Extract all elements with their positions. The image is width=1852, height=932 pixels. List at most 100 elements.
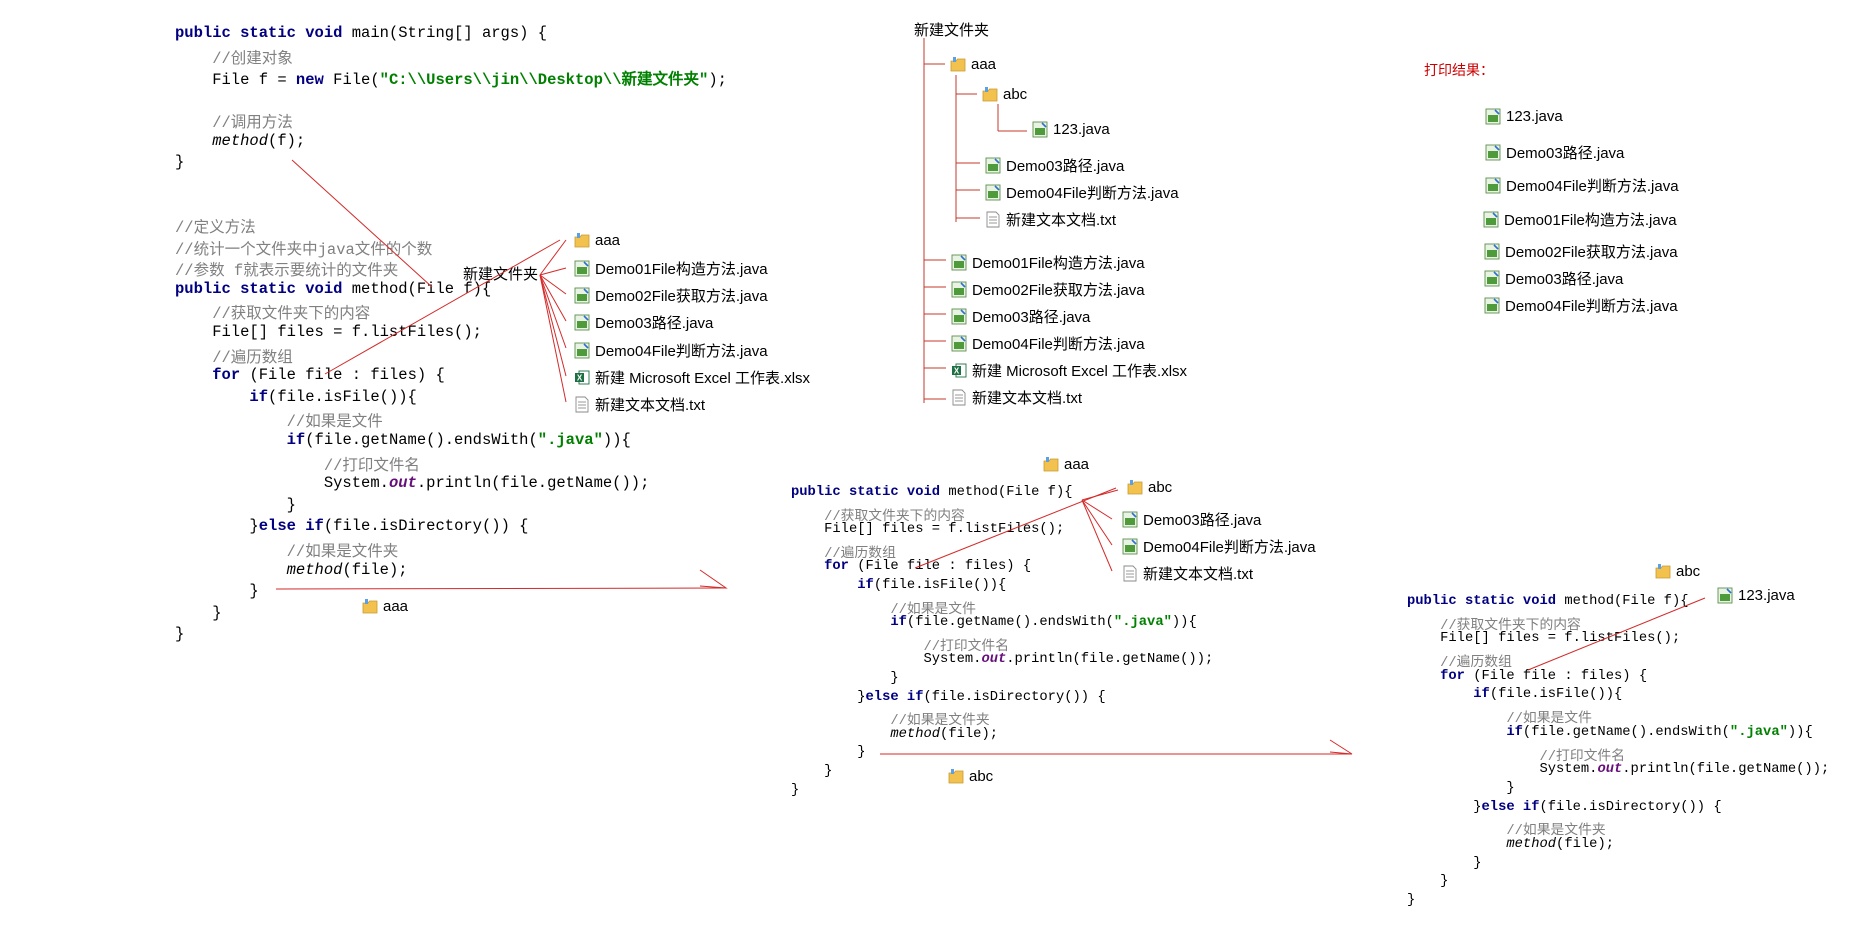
- code-token: method: [890, 726, 941, 742]
- code-token: if: [249, 387, 269, 406]
- code-token: (file);: [1556, 836, 1615, 852]
- code-token: )){: [1787, 724, 1813, 740]
- code-method-level-1: //定义方法//统计一个文件夹中java文件的个数//参数 f就表示要统计的文件…: [175, 215, 649, 647]
- code-token: out: [981, 652, 1007, 668]
- code-token: if: [857, 577, 874, 593]
- excel-file-icon: X: [951, 362, 967, 379]
- code-token: }: [1407, 874, 1449, 890]
- code-line: File f = new File("C:\\Users\\jin\\Deskt…: [175, 67, 727, 89]
- file-name: 新建文本文档.txt: [1006, 212, 1117, 229]
- tree-item: 123.java: [1032, 121, 1110, 138]
- code-line: //打印文件名: [791, 634, 1213, 655]
- file-name: Demo04File判断方法.java: [972, 336, 1145, 353]
- file-name: 新建 Microsoft Excel 工作表.xlsx: [972, 363, 1188, 380]
- file-item: Demo04File判断方法.java: [1122, 536, 1316, 557]
- code-line: if(file.isFile()){: [791, 578, 1213, 597]
- file-name: 新建 Microsoft Excel 工作表.xlsx: [595, 370, 811, 387]
- tree-item: Demo03路径.java: [951, 306, 1090, 327]
- java-file-icon: [1717, 587, 1733, 604]
- code-line: }: [175, 153, 727, 175]
- result-item: Demo04File判断方法.java: [1485, 175, 1679, 196]
- code-token: [791, 559, 824, 574]
- folder-label-root-text: 新建文件夹: [463, 266, 539, 283]
- code-token: out: [1597, 762, 1623, 778]
- code-token: ".java": [1113, 615, 1172, 631]
- code-token: //遍历数组: [175, 348, 293, 367]
- file-name: Demo04File判断方法.java: [1505, 298, 1678, 315]
- code-token: (file);: [940, 726, 999, 742]
- code-token: for: [1440, 668, 1474, 684]
- code-line: }: [1407, 874, 1829, 893]
- code-token: else if: [258, 517, 324, 536]
- folder-icon: [948, 768, 964, 785]
- folder-label-abc-2-text: abc: [1676, 563, 1701, 580]
- code-line: }else if(file.isDirectory()) {: [791, 690, 1213, 709]
- java-file-icon: [1032, 121, 1048, 138]
- code-token: //定义方法: [175, 219, 256, 237]
- code-token: (File file : files) {: [1473, 668, 1648, 684]
- folder-label-abc-2: abc: [1655, 563, 1700, 580]
- file-name: 123.java: [1738, 587, 1795, 604]
- code-token: (File file : files) {: [857, 559, 1032, 575]
- code-line: //如果是文件: [175, 409, 649, 431]
- file-name: Demo03路径.java: [1506, 145, 1625, 162]
- java-file-icon: [951, 281, 967, 298]
- code-line: //遍历数组: [1407, 650, 1829, 672]
- code-token: //创建对象: [175, 49, 293, 68]
- code-token: "C:\\Users\\jin\\Desktop\\新建文件夹": [379, 71, 709, 89]
- code-token: method: [1506, 836, 1557, 852]
- code-line: }: [175, 582, 649, 604]
- result-item: Demo03路径.java: [1484, 268, 1623, 289]
- code-token: method: [286, 560, 343, 579]
- code-token: //遍历数组: [1407, 656, 1512, 672]
- java-file-icon: [1122, 538, 1138, 555]
- code-token: .println(file.getName());: [1622, 762, 1830, 778]
- text-file-icon: [985, 211, 1001, 228]
- code-line: method(file);: [1407, 837, 1829, 856]
- code-token: .println(file.getName());: [416, 474, 650, 493]
- java-file-icon: [1484, 297, 1500, 314]
- code-line: //定义方法: [175, 215, 649, 237]
- file-name: Demo03路径.java: [972, 309, 1091, 326]
- svg-text:X: X: [954, 367, 960, 376]
- java-file-icon: [574, 287, 590, 304]
- code-line: //打印文件名: [1407, 744, 1829, 765]
- code-token: new: [295, 71, 334, 89]
- code-line: //如果是文件夹: [175, 539, 649, 561]
- code-token: //打印文件名: [1407, 749, 1626, 765]
- code-token: }: [791, 689, 866, 705]
- svg-text:X: X: [577, 374, 583, 383]
- tree-item: X 新建 Microsoft Excel 工作表.xlsx: [951, 360, 1187, 381]
- code-token: else if: [1481, 799, 1540, 815]
- code-token: File[] files = f.listFiles();: [175, 322, 482, 341]
- result-title: 打印结果：: [1424, 60, 1494, 80]
- code-token: (file.getName().endsWith(: [305, 430, 538, 449]
- tree-item: Demo02File获取方法.java: [951, 279, 1145, 300]
- folder-icon: [1043, 456, 1059, 473]
- code-token: [1407, 687, 1473, 702]
- code-line: method(file);: [791, 727, 1213, 746]
- code-token: //打印文件名: [175, 456, 420, 475]
- code-token: public static void: [1407, 594, 1565, 609]
- code-token: (f);: [268, 131, 306, 150]
- tree-item: aaa: [950, 56, 996, 73]
- file-name: Demo02File获取方法.java: [972, 282, 1145, 299]
- file-name: 新建文本文档.txt: [595, 397, 706, 414]
- folder-label-abc-1-text: abc: [969, 768, 994, 785]
- code-line: }: [175, 496, 649, 518]
- code-token: }: [175, 582, 259, 601]
- code-token: //如果是文件夹: [175, 542, 399, 561]
- code-token: }: [175, 603, 222, 622]
- file-name: Demo04File判断方法.java: [1506, 178, 1679, 195]
- code-token: (file.isFile()){: [873, 577, 1007, 593]
- code-token: method: [212, 131, 269, 150]
- code-line: //打印文件名: [175, 453, 649, 475]
- code-token: [1407, 725, 1506, 740]
- file-name: 新建文本文档.txt: [1143, 566, 1254, 583]
- file-name: Demo01File构造方法.java: [595, 261, 768, 278]
- result-item: Demo02File获取方法.java: [1484, 241, 1678, 262]
- tree-item: 新建文本文档.txt: [951, 387, 1082, 408]
- code-line: }: [1407, 856, 1829, 875]
- code-token: //打印文件名: [791, 639, 1010, 655]
- code-token: }: [791, 670, 899, 686]
